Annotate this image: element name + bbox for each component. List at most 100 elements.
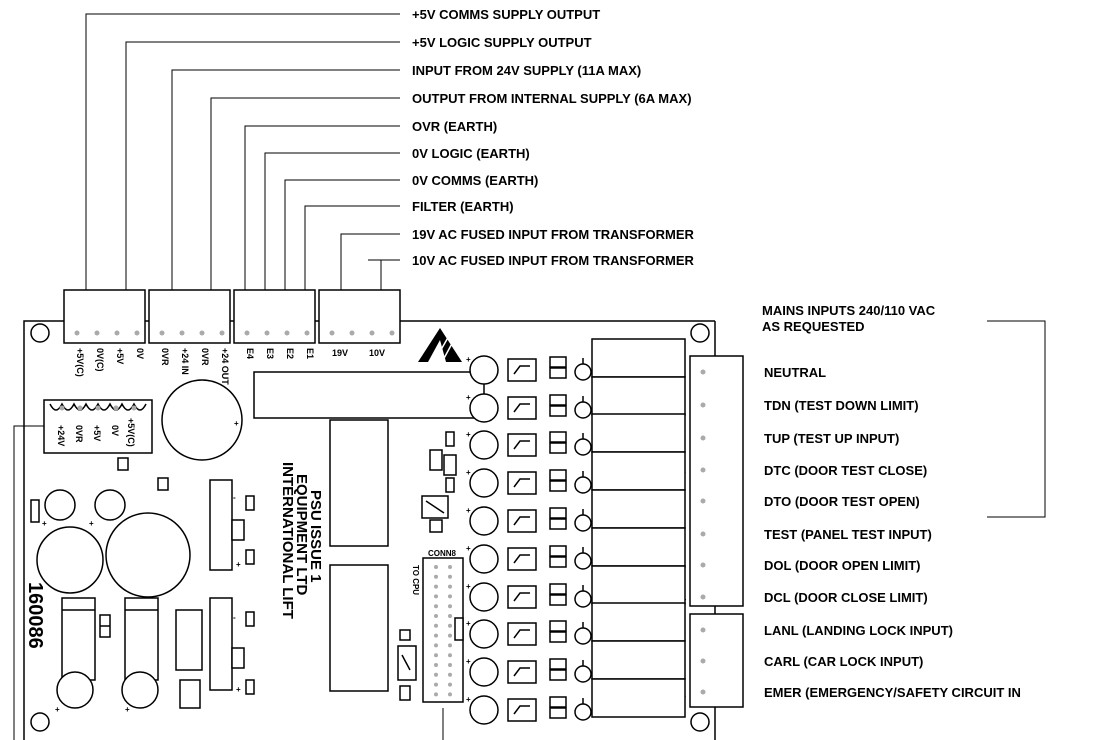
label-10v-ac-input: 10V AC FUSED INPUT FROM TRANSFORMER: [412, 253, 695, 268]
pin-label-0vr-out: 0VR: [200, 348, 210, 366]
left-leader-line: [13, 425, 44, 740]
left-pin-0v: 0V: [110, 425, 120, 436]
svg-text:+: +: [55, 705, 60, 714]
pin-label-5v-c: +5V(C): [75, 348, 85, 377]
conn8-pin: [434, 672, 438, 677]
relay-row: +: [466, 565, 686, 612]
components-center: [253, 371, 485, 701]
relay-row: +: [466, 678, 686, 725]
conn8-pin: [448, 614, 452, 618]
left-pin-labels: +24V 0VR +5V 0V +5V(C): [56, 418, 136, 447]
board-text-line-2: EQUIPMENT LTD: [293, 474, 310, 596]
conn8-pin: [448, 653, 452, 658]
conn8-pin: [448, 623, 452, 628]
label-19v-ac-input: 19V AC FUSED INPUT FROM TRANSFORMER: [412, 227, 695, 242]
label-dol: DOL (DOOR OPEN LIMIT): [764, 558, 920, 573]
relay-row: +: [466, 413, 686, 460]
svg-text:+: +: [234, 419, 239, 428]
conn8-pin: [434, 604, 438, 609]
svg-text:+: +: [236, 560, 241, 569]
label-dtc: DTC (DOOR TEST CLOSE): [764, 463, 927, 478]
conn8-pin: [434, 692, 438, 697]
conn8-pin: [434, 682, 438, 687]
pin-label-19v: 19V: [332, 348, 348, 358]
conn8-pin: [434, 653, 438, 658]
conn8-pin: [448, 643, 452, 648]
conn8-pin: [434, 623, 438, 628]
relay-row: +: [466, 640, 686, 687]
svg-text:+: +: [466, 393, 471, 402]
right-terminal-pins: [700, 369, 706, 695]
svg-text:+: +: [466, 355, 471, 364]
label-ovr-earth: OVR (EARTH): [412, 119, 497, 134]
components-left: [30, 379, 255, 709]
svg-text:-: -: [233, 613, 236, 622]
svg-text:+: +: [42, 519, 47, 528]
to-cpu-label: TO CPU: [411, 565, 420, 595]
conn8-pin: [434, 584, 438, 589]
svg-text:+: +: [466, 506, 471, 515]
relay-row: +: [466, 338, 686, 385]
label-tdn: TDN (TEST DOWN LIMIT): [764, 398, 919, 413]
left-pin-0vr: 0VR: [74, 425, 84, 443]
conn8-pin: [448, 584, 452, 589]
conn8-pin: [434, 594, 438, 599]
label-lanl: LANL (LANDING LOCK INPUT): [764, 623, 953, 638]
label-input-24v: INPUT FROM 24V SUPPLY (11A MAX): [412, 63, 641, 78]
label-emer: EMER (EMERGENCY/SAFETY CIRCUIT IN: [764, 685, 1021, 700]
part-number: 160086: [24, 582, 46, 649]
pin-label-e1: E1: [305, 348, 315, 359]
mains-requested-label: AS REQUESTED: [762, 319, 865, 334]
conn8-pin: [448, 682, 452, 687]
label-dcl: DCL (DOOR CLOSE LIMIT): [764, 590, 928, 605]
polarity-marks: + - + - + + + + +: [42, 419, 241, 714]
conn8-pin: [434, 565, 438, 569]
conn8-pin: [448, 672, 452, 677]
conn8-pin: [448, 663, 452, 667]
pin-label-e2: E2: [285, 348, 295, 359]
pin-label-0vr-in: 0VR: [160, 348, 170, 366]
conn8-pin: [448, 604, 452, 609]
pin-label-0v-c: 0V(C): [95, 348, 105, 372]
component-details: [62, 609, 158, 627]
svg-text:-: -: [233, 493, 236, 502]
conn8-label: CONN8: [428, 549, 457, 558]
conn8-pin: [448, 692, 452, 697]
label-output-internal: OUTPUT FROM INTERNAL SUPPLY (6A MAX): [412, 91, 692, 106]
mounting-holes: [30, 323, 710, 732]
left-pin-5v: +5V: [92, 425, 102, 441]
pin-label-10v: 10V: [369, 348, 385, 358]
top-terminal-pins: [74, 330, 395, 336]
conn8-pin: [448, 574, 452, 579]
conn8-pin: [434, 643, 438, 648]
mains-inputs-label: MAINS INPUTS 240/110 VAC: [762, 303, 936, 318]
relay-rows: ++++++++++: [466, 338, 686, 725]
conn8-pin: [448, 633, 452, 638]
conn8-pin: [434, 663, 438, 667]
left-pin-24v: +24V: [56, 425, 66, 446]
pin-label-e3: E3: [265, 348, 275, 359]
label-filter-earth: FILTER (EARTH): [412, 199, 514, 214]
relay-row: +: [466, 376, 686, 423]
svg-text:+: +: [466, 544, 471, 553]
label-0v-logic-earth: 0V LOGIC (EARTH): [412, 146, 530, 161]
board-text-line-1: INTERNATIONAL LIFT: [279, 462, 296, 619]
conn8-pin: [434, 574, 438, 579]
top-terminal-blocks: [63, 289, 401, 344]
relay-row: +: [466, 489, 686, 536]
left-connector: [43, 399, 153, 454]
svg-text:+: +: [89, 519, 94, 528]
label-dto: DTO (DOOR TEST OPEN): [764, 494, 920, 509]
svg-text:+: +: [236, 685, 241, 694]
svg-text:+: +: [466, 619, 471, 628]
pin-label-5v: +5V: [115, 348, 125, 364]
conn8-pins: [434, 565, 452, 697]
svg-text:+: +: [466, 582, 471, 591]
conn8-header: [422, 557, 464, 703]
company-logo: [418, 328, 462, 363]
svg-text:+: +: [466, 657, 471, 666]
board-text-line-3: PSU ISSUE 1: [307, 490, 324, 583]
conn8-pin: [448, 565, 452, 569]
top-leader-ticks: [368, 13, 400, 261]
